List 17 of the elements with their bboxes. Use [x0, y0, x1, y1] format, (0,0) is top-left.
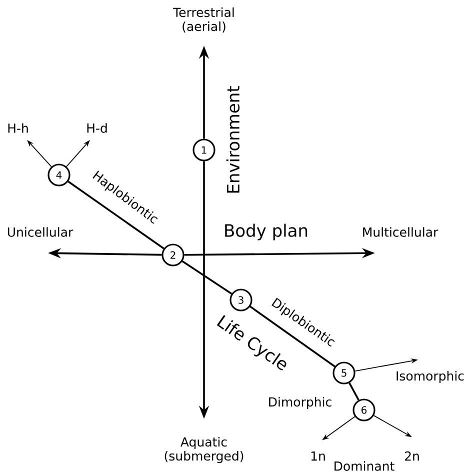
branch-label: Isomorphic: [396, 370, 464, 384]
axis-label: Terrestrial (aerial): [173, 7, 234, 33]
branch-label: 1n: [311, 451, 325, 461]
axis-label: Aquatic (submerged): [164, 436, 244, 464]
branch-label: H-d: [87, 123, 107, 133]
axis-label: Unicellular: [8, 227, 74, 237]
branch-label: H-h: [8, 123, 28, 133]
line: [182, 260, 232, 295]
note-label: Dominant: [334, 461, 394, 471]
branch-label: 2n: [404, 451, 419, 461]
line: [348, 382, 360, 400]
edge-label: Body plan: [225, 224, 308, 240]
line: [68, 180, 164, 250]
axis-label: Multicellular: [363, 227, 438, 237]
edge-label: Environment: [226, 86, 240, 193]
line: [250, 306, 336, 368]
edge-label: Dimorphic: [269, 396, 332, 410]
